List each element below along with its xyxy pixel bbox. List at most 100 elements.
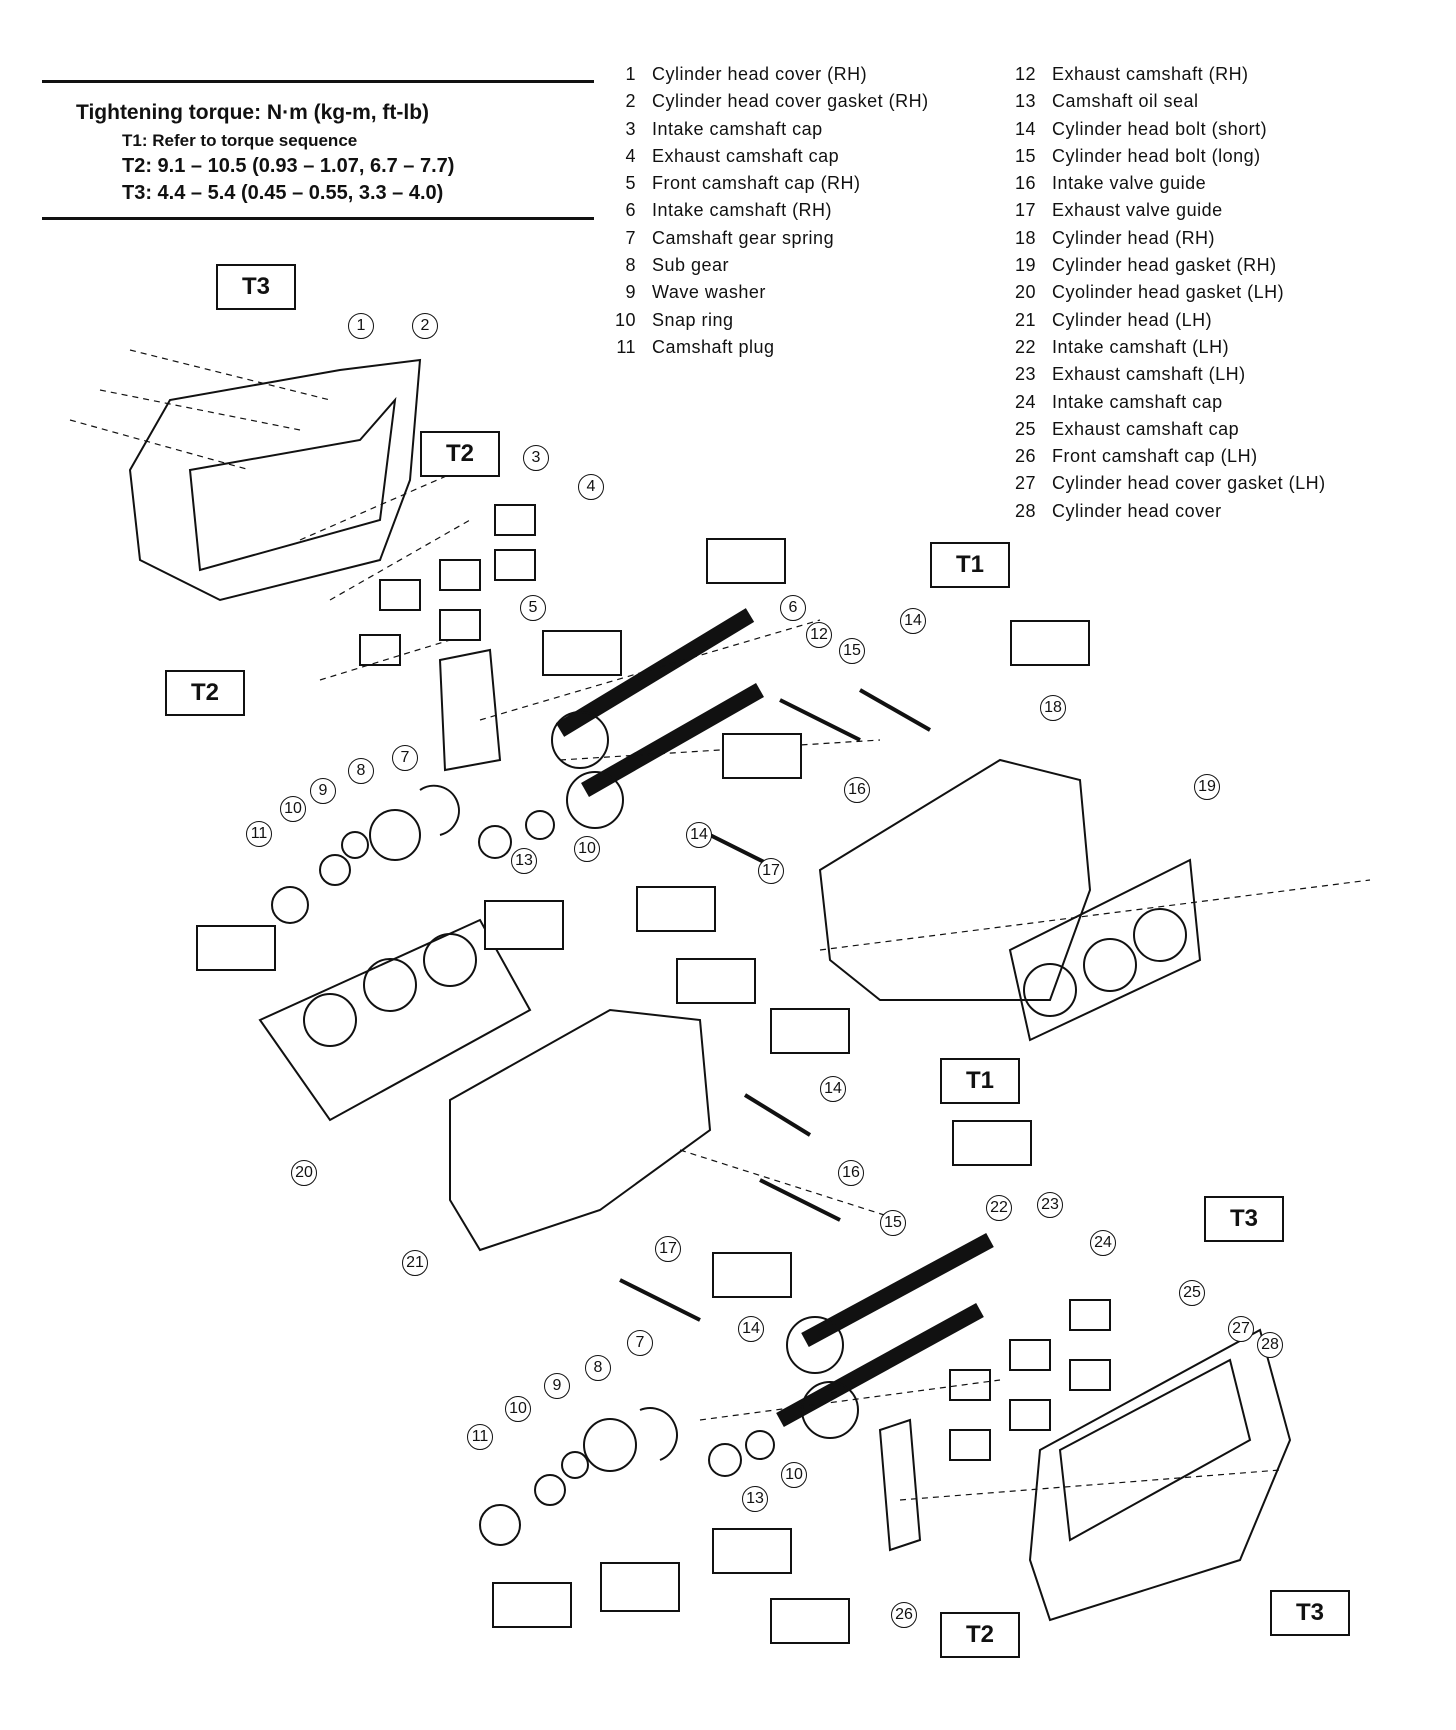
legend-label: Cylinder head gasket (RH) [1052, 255, 1277, 276]
head-gasket-lh [258, 918, 532, 1122]
snap-ring [319, 854, 351, 886]
callout-15: 15 [839, 638, 865, 664]
callout-5: 5 [520, 595, 546, 621]
legend-label: Intake camshaft cap [652, 118, 823, 139]
legend-number: 11 [616, 336, 636, 357]
torque-t1-text: Refer to torque sequence [152, 131, 358, 150]
callout-3: 3 [523, 445, 549, 471]
legend-label: Camshaft plug [652, 336, 775, 357]
legend-number: 12 [1014, 64, 1036, 84]
legend-number: 4 [625, 145, 636, 166]
legend-label: Intake camshaft (LH) [1052, 336, 1230, 357]
head-bolt [759, 1178, 841, 1222]
legend-label: Cylinder head cover gasket (RH) [652, 91, 929, 112]
callout-10: 10 [505, 1396, 531, 1422]
legend-number: 5 [625, 173, 636, 194]
callout-27: 27 [1228, 1316, 1254, 1342]
legend-item: 5 Front camshaft cap (RH) [600, 173, 929, 200]
cam-gear [801, 1381, 859, 1439]
legend-number: 23 [1014, 364, 1036, 385]
cylinder-head-lh [449, 1008, 712, 1252]
head-bolt [859, 688, 931, 732]
torque-spec-block: Tightening torque: N·m (kg-m, ft-lb) T1:… [42, 80, 594, 220]
cylinder-head-cover-lh [1028, 1328, 1292, 1622]
torque-box-t3: T3 [216, 264, 296, 310]
torque-box-t1: T1 [940, 1058, 1020, 1104]
head-bolt [779, 698, 861, 742]
camshaft-cap [439, 559, 481, 591]
callout-14: 14 [900, 608, 926, 634]
gear-spring [639, 1407, 678, 1461]
legend-label: Cylinder head cover [1052, 500, 1222, 521]
legend-label: Snap ring [652, 309, 734, 330]
callout-22: 22 [986, 1195, 1012, 1221]
legend-number: 27 [1014, 473, 1036, 494]
legend-label: Exhaust valve guide [1052, 200, 1223, 221]
camshaft-cap [1009, 1339, 1051, 1371]
legend-label: Intake camshaft (RH) [652, 200, 833, 221]
oil-seal [708, 1443, 742, 1477]
sealant-icon [676, 958, 756, 1004]
legend-number: 26 [1014, 446, 1036, 467]
oil-can-icon [712, 1528, 792, 1574]
legend-number: 25 [1014, 418, 1036, 439]
torque-box-t3: T3 [1270, 1590, 1350, 1636]
head-bolt [619, 1278, 701, 1322]
camshaft-cap [494, 549, 536, 581]
legend-label: Cylinder head (LH) [1052, 309, 1213, 330]
callout-21: 21 [402, 1250, 428, 1276]
callout-17: 17 [655, 1236, 681, 1262]
oil-can-icon [770, 1008, 850, 1054]
legend-label: Front camshaft cap (RH) [652, 173, 861, 194]
camshaft-cap [379, 579, 421, 611]
torque-t1-label: T1: [122, 131, 148, 150]
torque-box-t2: T2 [420, 431, 500, 477]
callout-16: 16 [844, 777, 870, 803]
sub-gear [583, 1418, 637, 1472]
legend-label: Exhaust camshaft (LH) [1052, 364, 1246, 385]
callout-7: 7 [392, 745, 418, 771]
legend-number: 24 [1014, 391, 1036, 412]
camshaft-cap [1069, 1359, 1111, 1391]
cylinder-head-rh [818, 758, 1092, 1001]
front-camshaft-cap-lh [878, 1418, 922, 1552]
oil-can-icon [636, 886, 716, 932]
oil-can-icon [722, 733, 802, 779]
legend-number: 18 [1014, 227, 1036, 248]
camshaft-cap [439, 609, 481, 641]
wave-washer [561, 1451, 589, 1479]
legend-item: 18 Cylinder head (RH) [1000, 228, 1326, 255]
cover-gasket-rh [188, 396, 397, 572]
legend-number: 15 [1014, 145, 1036, 166]
legend-label: Cylinder head cover gasket (LH) [1052, 473, 1326, 494]
legend-item: 11 Camshaft plug [600, 337, 929, 364]
callout-13: 13 [511, 848, 537, 874]
callout-15: 15 [880, 1210, 906, 1236]
legend-number: 21 [1014, 309, 1036, 330]
camshaft-cap [1069, 1299, 1111, 1331]
intake-camshaft-rh [555, 608, 755, 737]
cam-gear [551, 711, 609, 769]
legend-item: 27 Cylinder head cover gasket (LH) [1000, 473, 1326, 500]
legend-label: Cylinder head (RH) [1052, 227, 1216, 248]
legend-number: 3 [625, 118, 636, 139]
legend-item: 3 Intake camshaft cap [600, 119, 929, 146]
callout-6: 6 [780, 595, 806, 621]
divider [42, 80, 594, 83]
torque-box-t2: T2 [940, 1612, 1020, 1658]
callout-11: 11 [467, 1424, 493, 1450]
callout-2: 2 [412, 313, 438, 339]
legend-label: Camshaft oil seal [1052, 91, 1199, 112]
cover-gasket-lh [1058, 1358, 1252, 1542]
callout-17: 17 [758, 858, 784, 884]
